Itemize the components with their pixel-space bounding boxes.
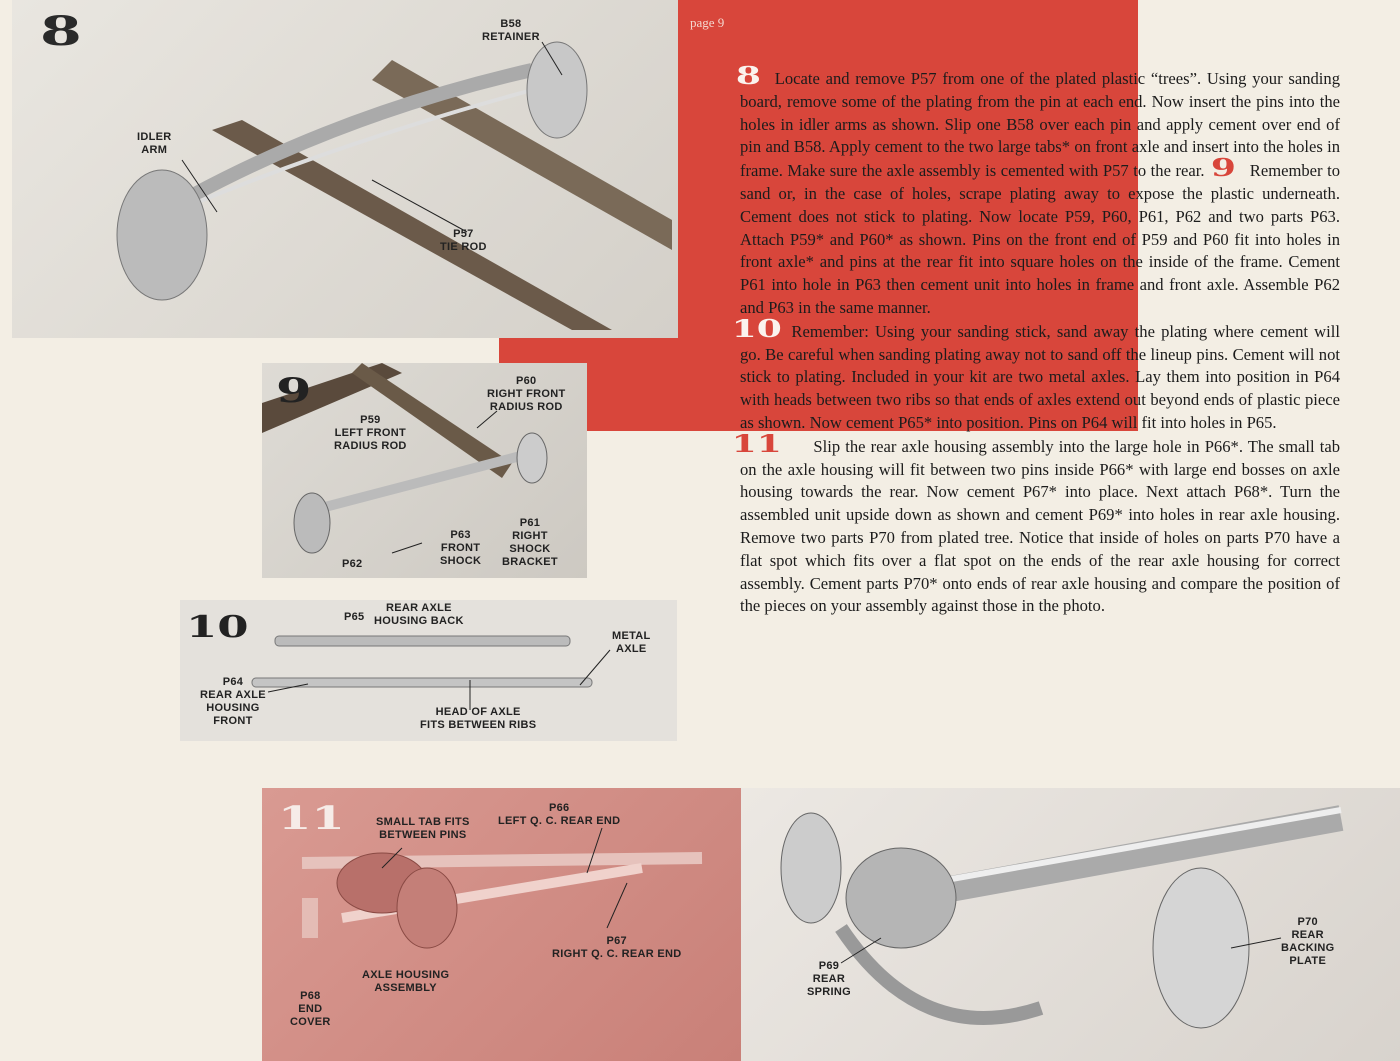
- label-p70: P70 REAR BACKING PLATE: [1281, 916, 1335, 967]
- label-rear-axle-housing-back: REAR AXLE HOUSING BACK: [374, 602, 464, 627]
- step-11-text: Slip the rear axle housing assembly into…: [740, 436, 1340, 616]
- axle-housing-illustration: [251, 635, 611, 710]
- step-9-number: 9: [1210, 153, 1236, 183]
- radius-rod-illustration: [262, 363, 548, 554]
- figure-11-assembled-rear-end-photo: P69 REAR SPRING P70 REAR BACKING PLATE: [741, 788, 1400, 1061]
- step-11-number: 11: [731, 428, 782, 458]
- figure-9-radius-rods-photo: 9 P60 RIGHT FRONT RADIUS ROD P59 LEFT FR…: [262, 363, 587, 578]
- rear-end-illustration: [301, 827, 703, 949]
- step-8-text: Locate and remove P57 from one of the pl…: [740, 69, 1340, 181]
- label-p59: P59 LEFT FRONT RADIUS ROD: [334, 414, 407, 452]
- label-small-tab: SMALL TAB FITS BETWEEN PINS: [376, 816, 470, 841]
- label-p67: P67 RIGHT Q. C. REAR END: [552, 935, 682, 960]
- label-b58-retainer: B58 RETAINER: [482, 18, 540, 43]
- label-p69: P69 REAR SPRING: [807, 960, 851, 998]
- label-p66: P66 LEFT Q. C. REAR END: [498, 802, 621, 827]
- label-head-of-axle: HEAD OF AXLE FITS BETWEEN RIBS: [420, 706, 537, 731]
- step-10-number: 10: [731, 313, 782, 343]
- page-number: page 9: [690, 15, 725, 30]
- figure-10-number: 10: [186, 610, 249, 645]
- label-p65: P65: [344, 611, 365, 623]
- figure-10-rear-axle-housing-photo: 10 P65 REAR AXLE HOUSING BACK METAL AXLE…: [180, 600, 677, 741]
- step-9-text: Remember to sand or, in the case of hole…: [740, 161, 1341, 317]
- label-p62: P62: [342, 558, 363, 570]
- step-8-number: 8: [735, 61, 761, 90]
- label-p64: P64 REAR AXLE HOUSING FRONT: [200, 676, 266, 727]
- label-axle-housing-assembly: AXLE HOUSING ASSEMBLY: [362, 969, 450, 994]
- figure-8-number: 8: [40, 8, 82, 55]
- front-axle-illustration: [116, 41, 672, 330]
- label-metal-axle: METAL AXLE: [612, 630, 651, 655]
- figure-11-axle-assembly-photo: 11 SMALL TAB FITS BETWEEN PINS P66 LEFT …: [262, 788, 741, 1061]
- label-p68: P68 END COVER: [290, 990, 331, 1028]
- figure-8-front-axle-photo: 8 B58 RETAINER IDLER ARM P57 TIE ROD: [12, 0, 678, 338]
- figure-9-number: 9: [276, 371, 312, 411]
- label-p60: P60 RIGHT FRONT RADIUS ROD: [487, 375, 566, 413]
- label-p61: P61 RIGHT SHOCK BRACKET: [502, 517, 558, 568]
- label-p63: P63 FRONT SHOCK: [440, 529, 482, 567]
- step-10-text: Remember: Using your sanding stick, sand…: [740, 321, 1340, 432]
- label-idler-arm: IDLER ARM: [137, 131, 172, 156]
- label-p57-tie-rod: P57 TIE ROD: [440, 228, 487, 253]
- figure-11-number: 11: [278, 799, 345, 837]
- assembled-rear-axle-illustration: [780, 805, 1344, 1029]
